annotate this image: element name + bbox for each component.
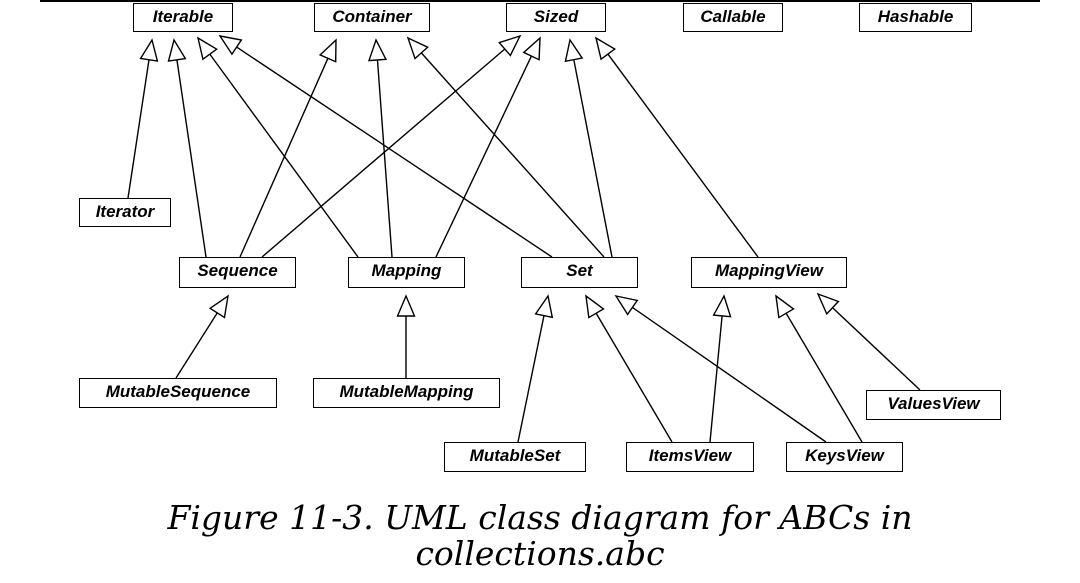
class-iterator: Iterator xyxy=(79,198,171,227)
class-keysview: KeysView xyxy=(786,442,903,472)
edge-mappingview-to-sized xyxy=(594,36,759,258)
inheritance-line xyxy=(127,59,150,199)
edge-valuesview-to-mappingview xyxy=(816,292,921,391)
inheritance-arrowhead xyxy=(208,294,229,319)
class-sized: Sized xyxy=(506,3,606,32)
edge-set-to-sized xyxy=(564,38,613,258)
edge-mutableset-to-set xyxy=(517,294,554,443)
inheritance-line xyxy=(573,59,613,258)
class-mutablesequence: MutableSequence xyxy=(79,378,277,408)
edge-set-to-iterable xyxy=(218,35,553,258)
inheritance-arrowhead xyxy=(614,294,639,316)
inheritance-line xyxy=(595,312,673,443)
inheritance-line xyxy=(176,59,207,258)
inheritance-arrowhead xyxy=(816,292,840,316)
inheritance-arrowhead xyxy=(396,294,416,317)
inheritance-arrowhead xyxy=(167,38,187,62)
edge-sequence-to-container xyxy=(239,38,337,258)
caption-line-1: Figure 11-3. UML class diagram for ABCs … xyxy=(167,498,913,537)
inheritance-line xyxy=(239,58,329,258)
inheritance-line xyxy=(785,312,863,443)
inheritance-line xyxy=(435,55,533,258)
edge-itemsview-to-mappingview xyxy=(709,294,732,443)
inheritance-arrowhead xyxy=(367,38,388,62)
class-set: Set xyxy=(521,257,638,288)
inheritance-line xyxy=(632,306,827,443)
inheritance-line xyxy=(517,315,545,443)
edge-mutablesequence-to-sequence xyxy=(175,294,229,379)
figure-caption: Figure 11-3. UML class diagram for ABCs … xyxy=(0,500,1080,572)
inheritance-arrowhead xyxy=(406,36,429,60)
inheritance-line xyxy=(709,315,723,443)
inheritance-line xyxy=(261,48,506,258)
edge-sequence-to-sized xyxy=(261,34,522,258)
inheritance-arrowhead xyxy=(712,294,732,318)
inheritance-edges xyxy=(127,34,921,443)
inheritance-line xyxy=(175,312,218,379)
edge-sequence-to-iterable xyxy=(167,38,207,258)
inheritance-arrowhead xyxy=(594,36,616,61)
edge-mapping-to-iterable xyxy=(196,36,359,258)
class-mutableset: MutableSet xyxy=(444,442,586,472)
edge-mapping-to-container xyxy=(367,38,393,258)
class-container: Container xyxy=(314,3,430,32)
inheritance-line xyxy=(236,46,553,258)
inheritance-arrowhead xyxy=(196,36,218,61)
inheritance-arrowhead xyxy=(775,294,795,319)
inheritance-line xyxy=(832,307,921,391)
edge-mapping-to-sized xyxy=(435,36,541,258)
class-sequence: Sequence xyxy=(179,257,296,288)
inheritance-arrowhead xyxy=(585,294,605,319)
class-mutablemapping: MutableMapping xyxy=(313,378,500,408)
edge-iterator-to-iterable xyxy=(127,38,159,199)
class-callable: Callable xyxy=(683,3,783,32)
inheritance-arrowhead xyxy=(534,294,554,319)
class-hashable: Hashable xyxy=(859,3,972,32)
class-iterable: Iterable xyxy=(133,3,233,32)
inheritance-arrowhead xyxy=(522,36,541,61)
class-itemsview: ItemsView xyxy=(626,442,754,472)
edge-keysview-to-set xyxy=(614,294,827,443)
top-rule xyxy=(40,0,1040,2)
inheritance-arrowhead xyxy=(498,34,522,57)
edge-itemsview-to-set xyxy=(585,294,673,443)
class-mappingview: MappingView xyxy=(691,257,847,288)
edge-keysview-to-mappingview xyxy=(775,294,863,443)
inheritance-arrowhead xyxy=(318,38,337,63)
inheritance-arrowhead xyxy=(218,35,243,56)
inheritance-arrowhead xyxy=(564,38,584,63)
inheritance-line xyxy=(376,59,393,258)
inheritance-line xyxy=(209,53,359,258)
class-mapping: Mapping xyxy=(348,257,465,288)
edge-mutablemapping-to-mapping xyxy=(396,294,416,378)
caption-line-2: collections.abc xyxy=(415,534,665,573)
inheritance-arrowhead xyxy=(139,38,159,62)
class-valuesview: ValuesView xyxy=(866,390,1001,420)
edge-set-to-container xyxy=(406,36,605,258)
inheritance-line xyxy=(420,52,605,258)
inheritance-line xyxy=(607,53,759,258)
